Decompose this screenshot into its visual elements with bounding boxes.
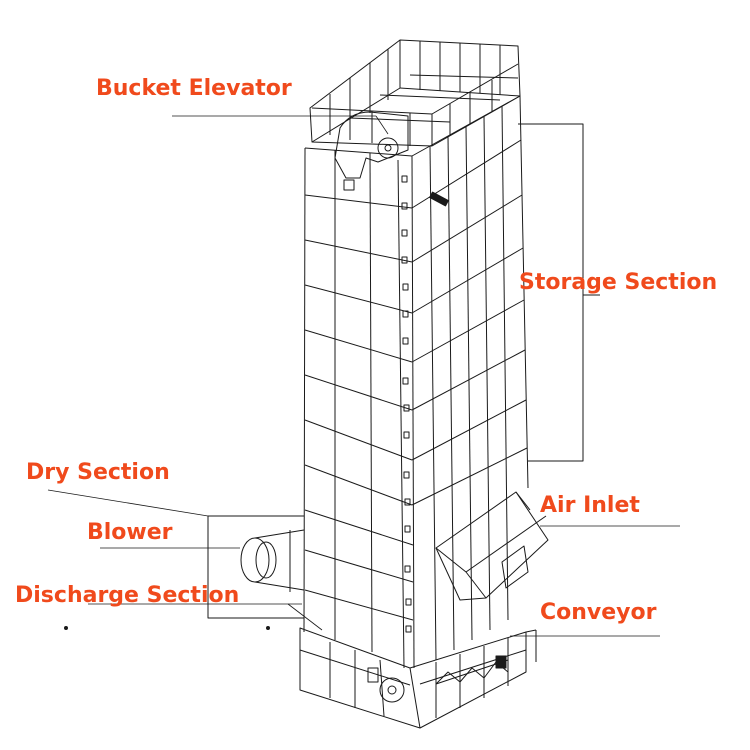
elevator-pulley-icon bbox=[377, 137, 399, 159]
label-dry-section: Dry Section bbox=[26, 460, 170, 485]
elevator-buckets bbox=[397, 159, 412, 669]
label-air-inlet: Air Inlet bbox=[540, 493, 640, 518]
dry-section-bracket bbox=[47, 489, 323, 631]
blower bbox=[240, 529, 305, 592]
tower-body bbox=[303, 95, 529, 669]
elevator-pulley-hub-icon bbox=[384, 144, 392, 152]
conveyor-truss bbox=[435, 635, 660, 685]
top-railing bbox=[309, 39, 521, 147]
tower-base bbox=[299, 627, 537, 729]
ground-mark-icon bbox=[64, 626, 68, 630]
storage-bracket bbox=[518, 123, 600, 462]
label-conveyor: Conveyor bbox=[540, 600, 657, 625]
ground-mark-icon bbox=[266, 626, 270, 630]
discharge-gate-icon bbox=[367, 667, 379, 683]
discharge-pulley-icon bbox=[379, 677, 405, 703]
discharge-pulley-hub-icon bbox=[387, 685, 397, 695]
bucket-elevator-head bbox=[172, 111, 409, 191]
air-inlet-box bbox=[435, 491, 680, 601]
label-bucket-elevator: Bucket Elevator bbox=[96, 76, 292, 101]
label-discharge-section: Discharge Section bbox=[15, 583, 240, 608]
inspection-port bbox=[429, 191, 449, 207]
left-face-panels bbox=[304, 150, 414, 653]
right-face-panels bbox=[411, 105, 528, 661]
label-storage-section: Storage Section bbox=[519, 270, 718, 295]
label-blower: Blower bbox=[87, 520, 173, 545]
